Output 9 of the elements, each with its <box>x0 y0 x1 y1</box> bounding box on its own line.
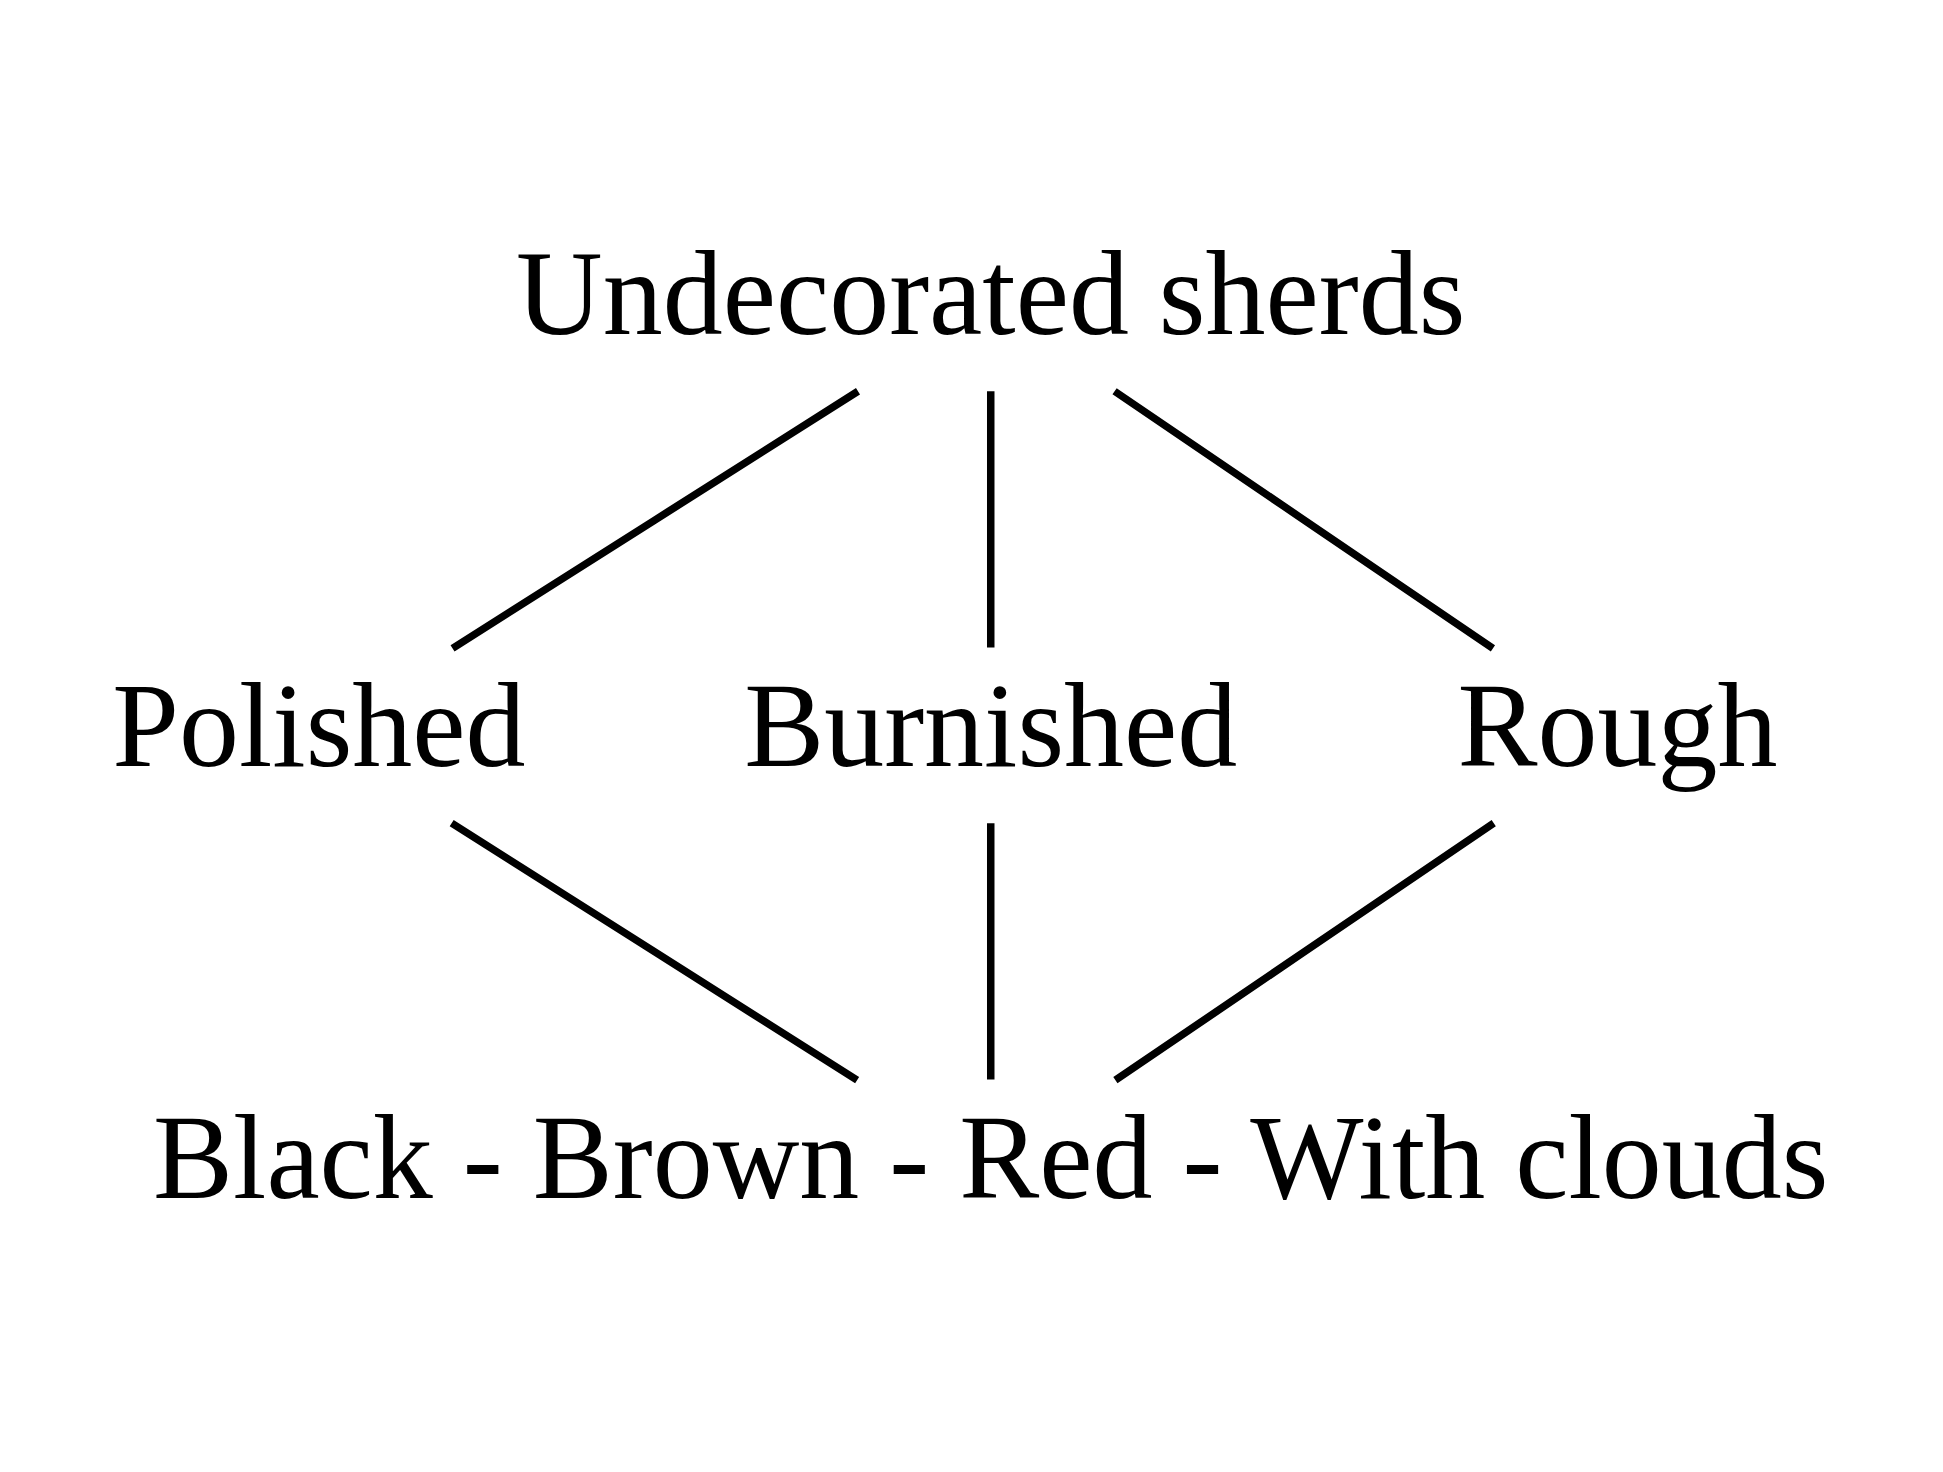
node-text: Polished <box>111 658 526 792</box>
node-text: Undecorated sherds <box>515 227 1465 361</box>
node-text: Black - Brown - Red - With clouds <box>152 1090 1828 1224</box>
connector <box>449 819 859 1084</box>
connector <box>1112 820 1496 1084</box>
node-text: Burnished <box>743 658 1237 792</box>
connector <box>1111 388 1495 652</box>
node-text: Rough <box>1457 658 1778 792</box>
connector <box>450 388 860 652</box>
